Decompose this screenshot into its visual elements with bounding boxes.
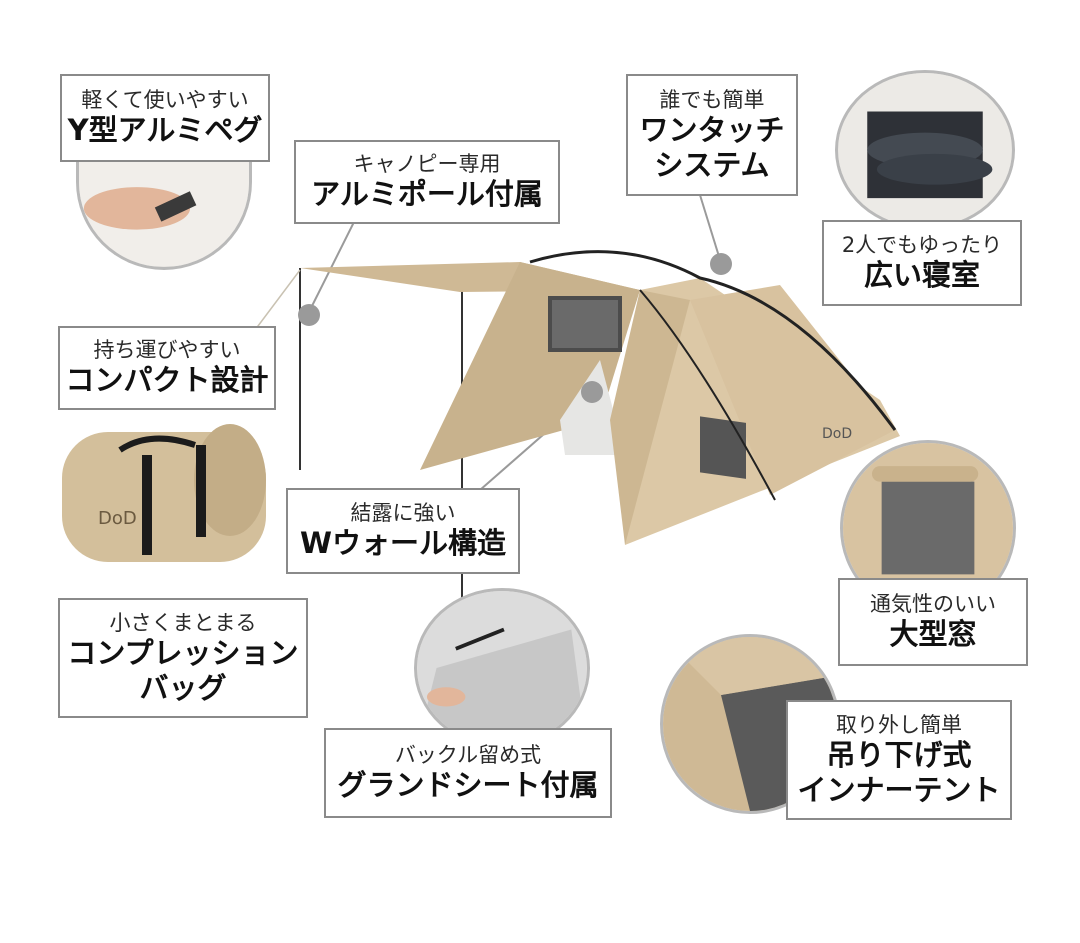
- label-window-sub: 通気性のいい: [870, 592, 996, 617]
- label-compact-main: コンパクト設計: [65, 363, 269, 398]
- label-ground-sheet-sub: バックル留め式: [394, 743, 542, 768]
- label-compact: 持ち運びやすい コンパクト設計: [58, 326, 276, 410]
- ground-sheet-detail-circle: [414, 588, 590, 748]
- double-wall-dot: [581, 381, 603, 403]
- label-inner-tent: 取り外し簡単 吊り下げ式 インナーテント: [786, 700, 1012, 820]
- label-double-wall: 結露に強い Wウォール構造: [286, 488, 520, 574]
- label-one-touch-main2: システム: [654, 147, 770, 182]
- label-peg: 軽くて使いやすい Y型アルミペグ: [60, 74, 270, 162]
- label-bedroom: 2人でもゆったり 広い寝室: [822, 220, 1022, 306]
- label-ground-sheet-main: グランドシート付属: [337, 768, 599, 803]
- label-one-touch-sub: 誰でも簡単: [659, 88, 765, 113]
- bag-brand-logo: DoD: [98, 508, 137, 529]
- label-compression-bag-main1: コンプレッション: [67, 636, 299, 671]
- label-inner-tent-sub: 取り外し簡単: [836, 713, 962, 738]
- label-canopy-pole: キャノピー専用 アルミポール付属: [294, 140, 560, 224]
- label-canopy-pole-sub: キャノピー専用: [353, 152, 501, 177]
- label-bedroom-main: 広い寝室: [863, 258, 980, 293]
- label-double-wall-main: Wウォール構造: [300, 526, 506, 561]
- label-compression-bag-main2: バッグ: [139, 670, 227, 705]
- label-canopy-pole-main: アルミポール付属: [311, 177, 543, 212]
- label-double-wall-sub: 結露に強い: [350, 501, 456, 526]
- label-compact-sub: 持ち運びやすい: [93, 338, 241, 363]
- label-one-touch: 誰でも簡単 ワンタッチ システム: [626, 74, 798, 196]
- label-ground-sheet: バックル留め式 グランドシート付属: [324, 728, 612, 818]
- label-window-main: 大型窓: [889, 617, 977, 652]
- tent-brand-logo: DoD: [822, 426, 852, 442]
- label-bedroom-sub: 2人でもゆったり: [841, 233, 1003, 258]
- label-peg-sub: 軽くて使いやすい: [81, 88, 249, 113]
- label-peg-main: Y型アルミペグ: [67, 113, 263, 148]
- canopy-pole-dot: [298, 304, 320, 326]
- label-window: 通気性のいい 大型窓: [838, 578, 1028, 666]
- one-touch-dot: [710, 253, 732, 275]
- label-compression-bag-sub: 小さくまとまる: [109, 611, 257, 636]
- label-one-touch-main1: ワンタッチ: [639, 113, 785, 148]
- bedroom-detail-circle: [835, 70, 1015, 230]
- label-inner-tent-main2: インナーテント: [797, 772, 1001, 807]
- label-compression-bag: 小さくまとまる コンプレッション バッグ: [58, 598, 308, 718]
- label-inner-tent-main1: 吊り下げ式: [826, 738, 972, 773]
